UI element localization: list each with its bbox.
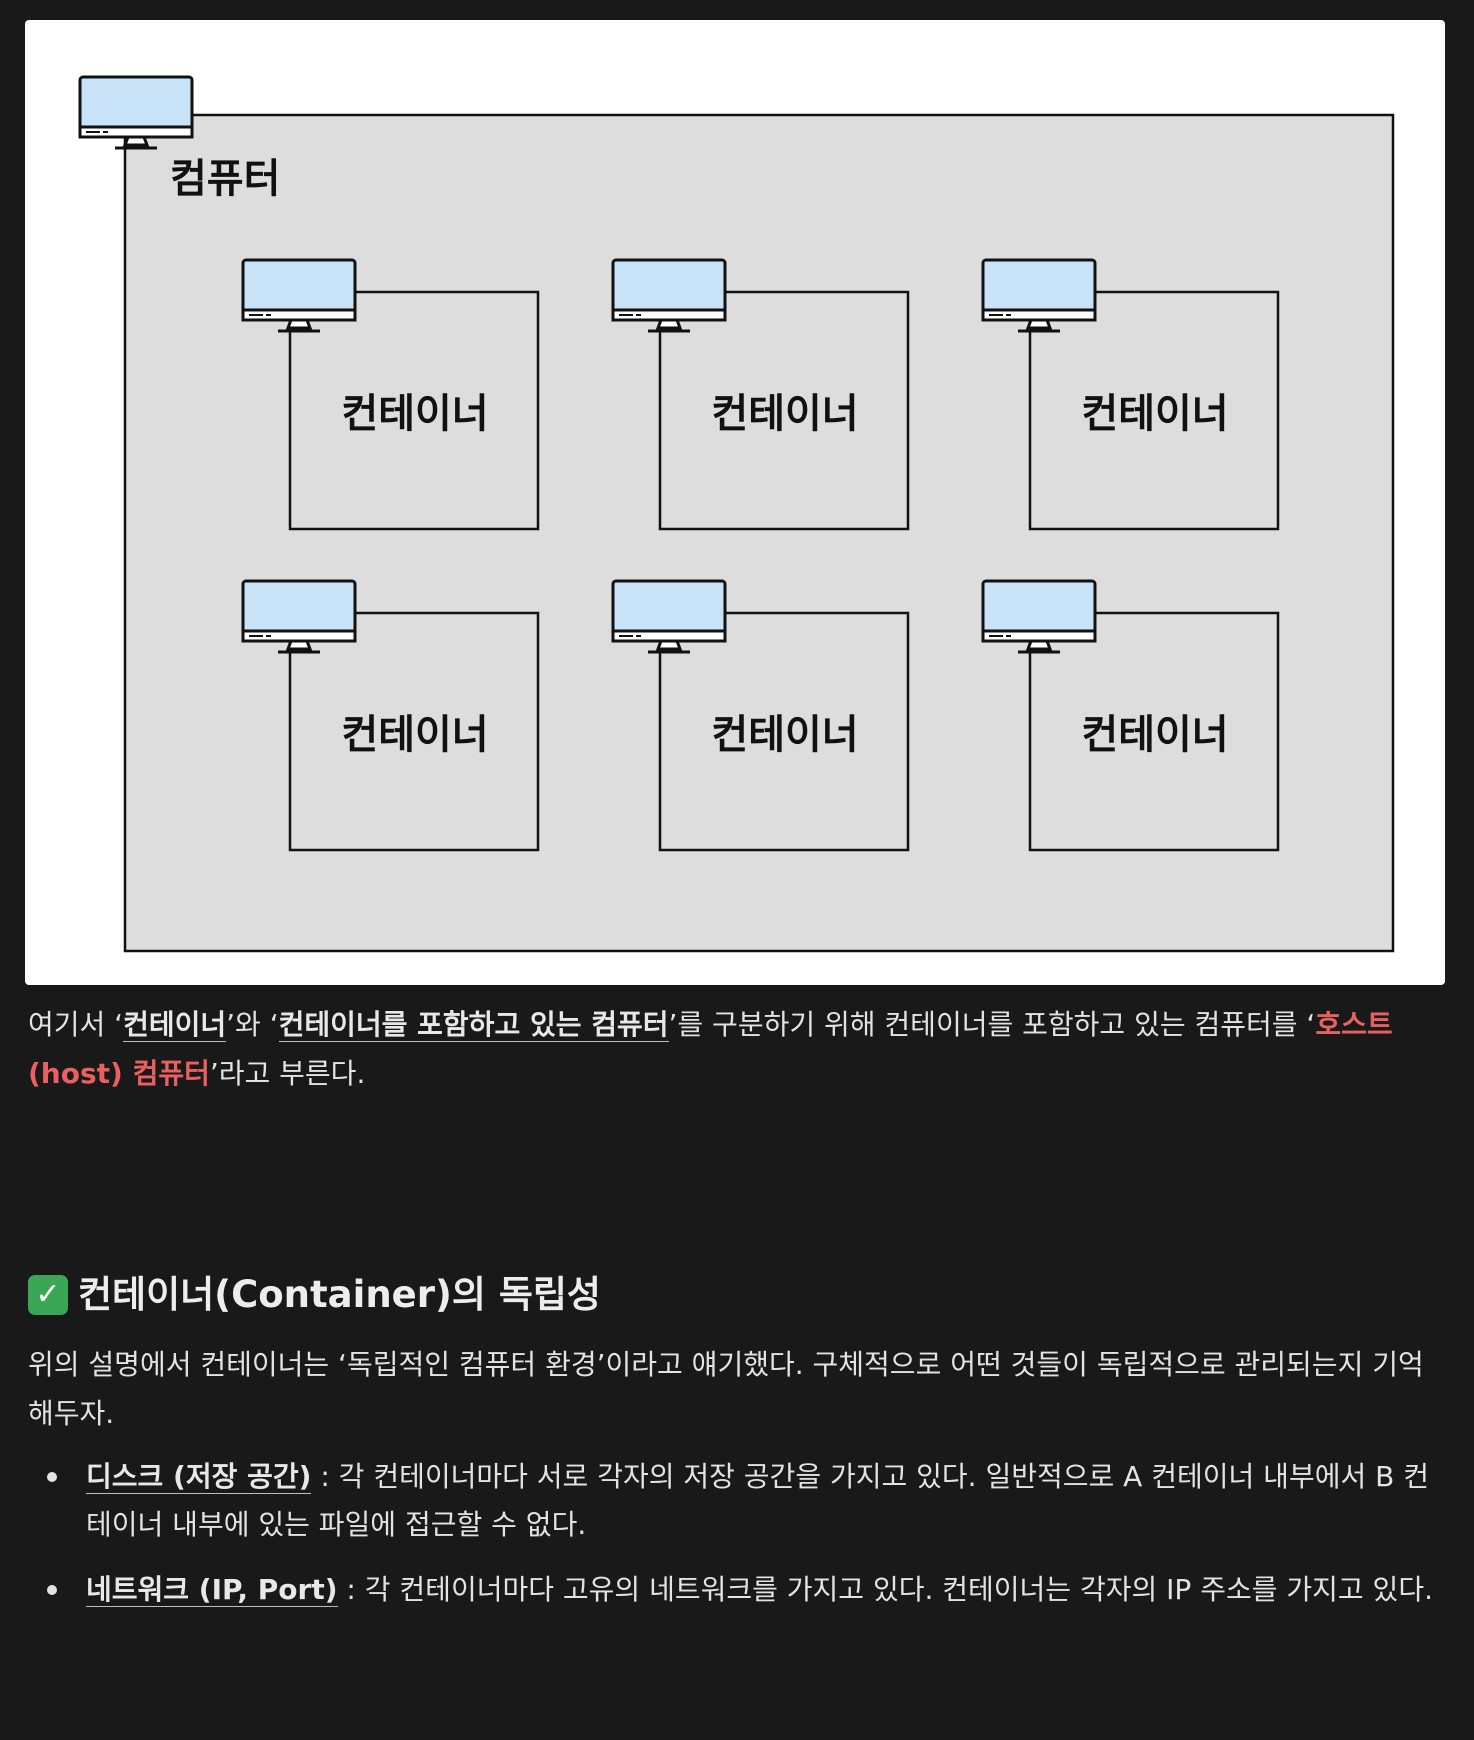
container-label: 컨테이너 (1081, 712, 1228, 758)
term-host-computer-desc: 컨테이너를 포함하고 있는 컴퓨터 (278, 1008, 669, 1042)
monitor-icon (78, 75, 194, 150)
monitor-icon (611, 258, 727, 333)
container-box: 컨테이너 (241, 258, 540, 531)
bullet-term: 디스크 (저장 공간) (86, 1460, 312, 1494)
list-item: 디스크 (저장 공간) : 각 컨테이너마다 서로 각자의 저장 공간을 가지고… (28, 1453, 1448, 1549)
check-mark-icon: ✓ (28, 1275, 68, 1315)
container-box: 컨테이너 (981, 258, 1280, 531)
bullet-list: 디스크 (저장 공간) : 각 컨테이너마다 서로 각자의 저장 공간을 가지고… (28, 1453, 1448, 1631)
container-box: 컨테이너 (611, 579, 910, 852)
container-label: 컨테이너 (341, 391, 488, 437)
heading-text: 컨테이너(Container)의 독립성 (78, 1273, 601, 1316)
host-label: 컴퓨터 (170, 156, 280, 202)
monitor-icon (611, 579, 727, 654)
monitor-icon (981, 258, 1097, 333)
term-container: 컨테이너 (123, 1008, 227, 1042)
monitor-icon (981, 579, 1097, 654)
list-item: 네트워크 (IP, Port) : 각 컨테이너마다 고유의 네트워크를 가지고… (28, 1566, 1448, 1614)
container-label: 컨테이너 (711, 391, 858, 437)
bullet-text: : 각 컨테이너마다 서로 각자의 저장 공간을 가지고 있다. 일반적으로 A… (86, 1460, 1429, 1541)
section-heading: ✓ 컨테이너(Container)의 독립성 (28, 1270, 601, 1320)
container-label: 컨테이너 (711, 712, 858, 758)
monitor-icon (241, 258, 357, 333)
container-box: 컨테이너 (241, 579, 540, 852)
container-box: 컨테이너 (981, 579, 1280, 852)
container-box: 컨테이너 (611, 258, 910, 531)
container-label: 컨테이너 (341, 712, 488, 758)
bullet-dot-icon (47, 1585, 57, 1595)
bullet-dot-icon (47, 1472, 57, 1482)
monitor-icon (241, 579, 357, 654)
paragraph-host: 여기서 ‘컨테이너’와 ‘컨테이너를 포함하고 있는 컴퓨터’를 구분하기 위해… (28, 1008, 1393, 1090)
paragraph-independence: 위의 설명에서 컨테이너는 ‘독립적인 컴퓨터 환경’이라고 얘기했다. 구체적… (28, 1348, 1424, 1430)
container-label: 컨테이너 (1081, 391, 1228, 437)
bullet-term: 네트워크 (IP, Port) (86, 1573, 338, 1607)
term-host-computer: 호스트(host) 컴퓨터 (28, 1008, 1393, 1090)
bullet-text: : 각 컨테이너마다 고유의 네트워크를 가지고 있다. 컨테이너는 각자의 I… (337, 1573, 1433, 1606)
